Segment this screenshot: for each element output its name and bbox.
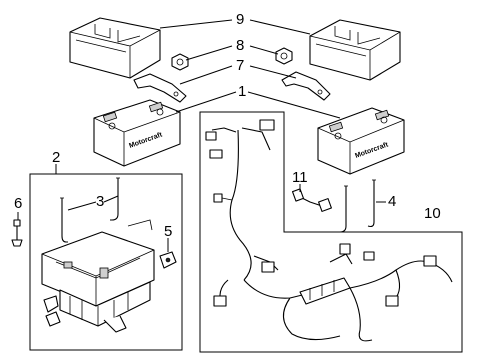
battery-tray [41, 219, 155, 333]
hold-down-rod-a [60, 197, 68, 243]
battery-left: Motorcraft [93, 99, 181, 167]
tray-assembly-box [29, 173, 183, 351]
ground-cable [291, 188, 332, 212]
callout-2: 2 [52, 149, 60, 166]
callout-5: 5 [164, 223, 172, 240]
callout-labels: 9 8 7 1 2 3 5 6 4 11 10 [14, 11, 441, 240]
callout-6: 6 [14, 195, 22, 212]
hold-down-rod-pair [339, 179, 376, 233]
nut-right [275, 47, 293, 65]
retainer-clip [159, 251, 177, 269]
nut-left [171, 53, 189, 71]
wiring-harness-box [199, 111, 463, 353]
wiring-harness [205, 119, 453, 342]
insulator-box-left [69, 17, 161, 79]
hold-down-bracket-right [281, 71, 331, 101]
callout-4: 4 [388, 193, 396, 210]
callout-1: 1 [238, 83, 246, 100]
bolt [11, 219, 23, 247]
callout-11: 11 [292, 169, 308, 186]
callout-7: 7 [236, 57, 244, 74]
callout-8: 8 [236, 37, 244, 54]
battery-right: Motorcraft [317, 107, 405, 175]
callout-9: 9 [236, 11, 244, 28]
callout-3: 3 [96, 193, 104, 210]
hold-down-bracket-left [133, 73, 187, 103]
callout-10: 10 [424, 205, 441, 222]
leader-lines [17, 19, 386, 252]
insulator-box-right [309, 19, 401, 81]
hold-down-rod-b [110, 177, 120, 221]
